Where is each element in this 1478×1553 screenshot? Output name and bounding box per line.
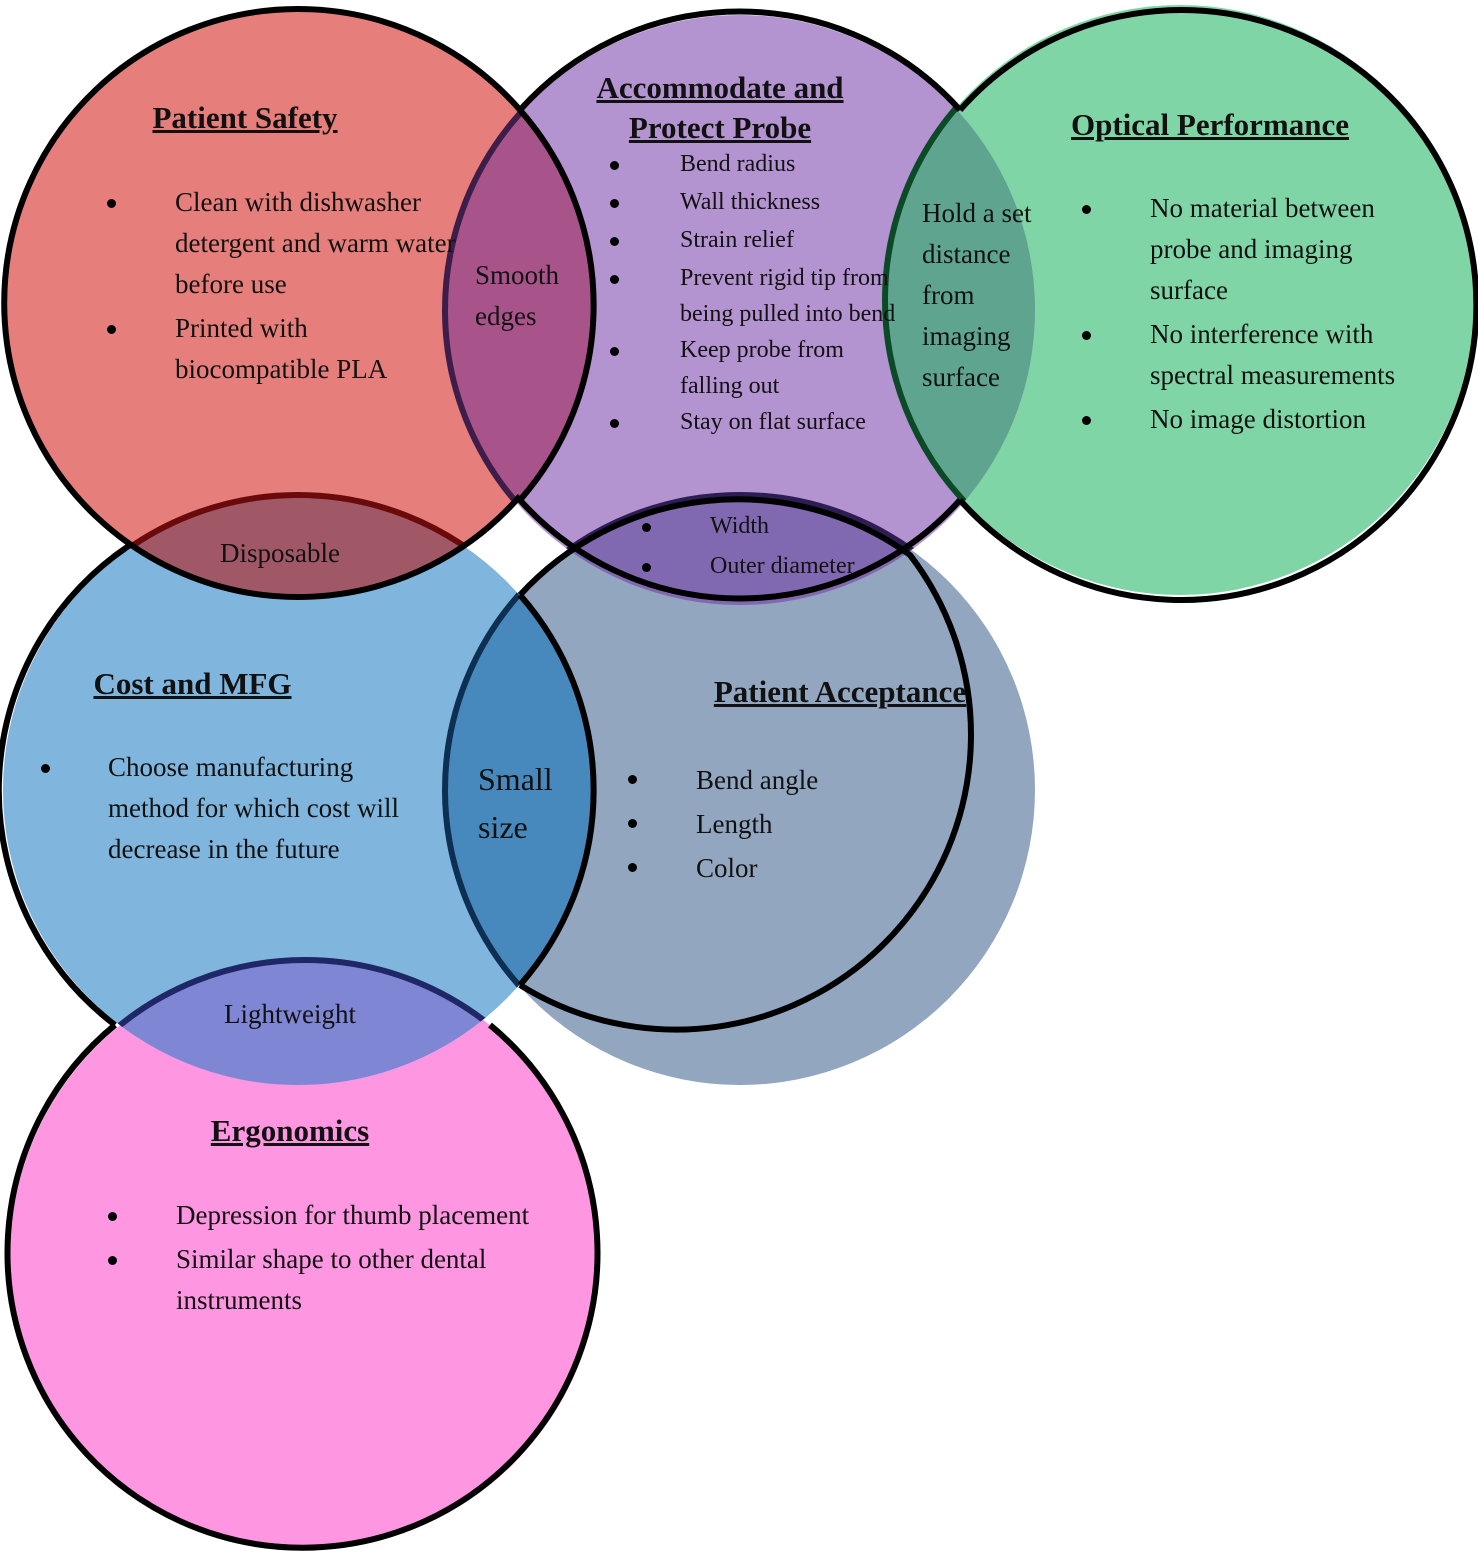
patient-safety-circle [4, 9, 592, 597]
ergonomics-circle [10, 960, 600, 1550]
list-item: Bend angle [628, 758, 956, 802]
list-item: Length [628, 802, 956, 846]
accommodate-title-line1: Accommodate and [596, 70, 844, 105]
patient-safety-title: Patient Safety [152, 100, 338, 135]
list-item: Color [628, 846, 956, 890]
acceptance-list: Bend angle Length Color [628, 758, 956, 890]
overlap-outline-cost [7, 495, 593, 1085]
ergonomics-outline [4, 1022, 601, 1551]
overlap-label-hold-distance: Hold a set distance from imaging surface [922, 198, 1032, 392]
optical-performance-circle [885, 5, 1475, 595]
cost-outline [0, 542, 597, 1028]
list-item: Depression for thumb placement [108, 1195, 546, 1236]
overlap-list-accommodate-acceptance: Width Outer diameter [642, 508, 910, 585]
list-item: Clean with dishwasher detergent and warm… [107, 182, 460, 305]
list-item: Outer diameter [642, 548, 910, 585]
overlap-outline-safety [4, 12, 592, 597]
cost-mfg-title: Cost and MFG [93, 666, 292, 701]
list-item: Stay on flat surface [610, 404, 910, 440]
bullet-icon [1082, 416, 1091, 425]
bullet-icon [642, 523, 651, 532]
ergonomics-title: Ergonomics [210, 1113, 370, 1148]
bullet-icon [610, 419, 619, 428]
optical-outline [957, 7, 1478, 603]
overlap-label-lightweight: Lightweight [224, 999, 356, 1029]
list-item: Prevent rigid tip from being pulled into… [610, 260, 910, 332]
list-item: Wall thickness [610, 184, 910, 222]
safety-outline [1, 6, 523, 600]
bullet-icon [610, 347, 619, 356]
bullet-icon [108, 1212, 117, 1221]
list-item: Strain relief [610, 222, 910, 260]
patient-safety-list: Clean with dishwasher detergent and warm… [107, 182, 460, 390]
bullet-icon [108, 1256, 117, 1265]
acceptance-outline [517, 496, 974, 1033]
list-item: No interference with spectral measuremen… [1082, 314, 1420, 396]
bullet-icon [628, 775, 637, 784]
cost-mfg-circle [3, 495, 593, 1085]
list-item: Bend radius [610, 146, 910, 184]
list-item: Printed with biocompatible PLA [107, 308, 460, 390]
overlap-label-small-size: Small size [478, 761, 553, 845]
accommodate-probe-circle [445, 15, 1035, 605]
patient-acceptance-title: Patient Acceptance [713, 674, 967, 709]
bullet-icon [107, 199, 116, 208]
list-item: No image distortion [1082, 399, 1420, 440]
bullet-icon [642, 563, 651, 572]
bullet-icon [1082, 331, 1091, 340]
list-item: Keep probe from falling out [610, 332, 910, 404]
list-item: No material between probe and imaging su… [1082, 188, 1420, 311]
bullet-icon [610, 161, 619, 170]
bullet-icon [628, 819, 637, 828]
overlap-label-disposable: Disposable [220, 538, 340, 568]
bullet-icon [107, 325, 116, 334]
cost-list: Choose manufacturing method for which co… [41, 747, 408, 870]
list-item: Width [642, 508, 910, 548]
bullet-icon [628, 863, 637, 872]
bullet-icon [41, 764, 50, 773]
list-item: Choose manufacturing method for which co… [41, 747, 408, 870]
bullet-icon [610, 199, 619, 208]
accommodate-list: Bend radius Wall thickness Strain relief… [610, 146, 910, 440]
overlap-outline-accom [445, 15, 1035, 605]
circle-outlines [0, 6, 1478, 1551]
bullet-icon [610, 237, 619, 246]
optical-performance-title: Optical Performance [1070, 107, 1350, 142]
ergonomics-list: Depression for thumb placement Similar s… [108, 1195, 546, 1321]
bullet-icon [610, 275, 619, 284]
optical-list: No material between probe and imaging su… [1082, 188, 1420, 440]
accommodate-title-line2: Protect Probe [628, 110, 812, 145]
bullet-icon [1082, 205, 1091, 214]
list-item: Similar shape to other dental instrument… [108, 1239, 546, 1321]
overlap-label-smooth-edges: Smooth edges [475, 260, 560, 331]
inner-arcs [517, 108, 597, 502]
